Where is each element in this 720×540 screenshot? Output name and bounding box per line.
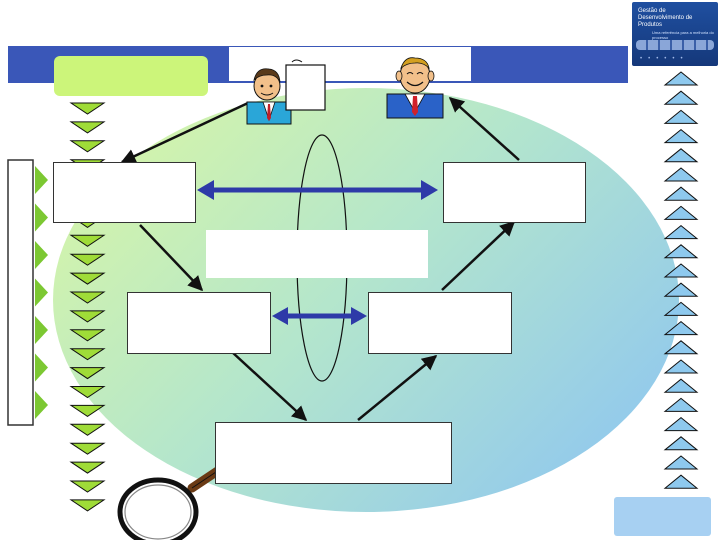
down-triangle-icon xyxy=(69,367,106,380)
up-triangle-icon xyxy=(663,71,699,86)
logo-dots: •••••• xyxy=(640,56,689,62)
down-triangle-icon xyxy=(69,461,106,474)
down-triangle-icon xyxy=(69,310,106,323)
up-triangle-icon xyxy=(663,320,699,336)
down-triangle-icon xyxy=(69,272,106,285)
up-triangle-icon xyxy=(663,436,699,451)
box-top-left xyxy=(53,162,196,223)
box-middle-left xyxy=(127,292,271,354)
arrow-midleft-to-bottom xyxy=(231,351,308,422)
up-triangle-icon xyxy=(663,359,699,374)
arrow-topright-to-person xyxy=(448,96,520,161)
blue-double-arrow-middle xyxy=(272,307,367,325)
side-marker-icon xyxy=(35,166,48,194)
down-triangle-icon xyxy=(69,442,106,455)
up-triangle-icon xyxy=(663,167,699,182)
side-marker-icon xyxy=(35,203,48,232)
up-triangle-icon xyxy=(663,90,699,105)
down-triangle-icon xyxy=(69,234,106,247)
down-triangle-icon xyxy=(69,121,106,134)
up-triangle-icon xyxy=(663,186,699,201)
down-triangle-icon xyxy=(69,480,106,493)
up-triangle-icon xyxy=(663,263,699,278)
up-triangle-icon xyxy=(663,455,699,470)
side-marker-icon xyxy=(35,316,48,344)
down-triangle-icon xyxy=(69,102,106,115)
down-triangle-icon xyxy=(69,291,106,304)
up-triangle-icon xyxy=(663,301,699,316)
logo-tagline: Uma referência para a melhoria do proces… xyxy=(652,30,714,40)
down-triangle-icon xyxy=(69,140,106,153)
presenter-board xyxy=(285,64,326,111)
side-marker-icon xyxy=(35,241,48,269)
bottom-right-button xyxy=(614,497,711,536)
arrow-bottom-to-midright xyxy=(357,355,438,421)
smiling-person-icon xyxy=(386,57,444,119)
up-triangle-icon xyxy=(663,416,699,432)
box-middle-right xyxy=(368,292,512,354)
side-marker-icon xyxy=(35,278,48,307)
down-triangle-icon xyxy=(69,499,106,512)
up-triangle-column xyxy=(663,71,699,489)
up-triangle-icon xyxy=(663,148,699,163)
down-triangle-icon xyxy=(69,329,106,342)
side-marker-icon xyxy=(35,353,48,382)
down-triangle-icon xyxy=(69,423,106,436)
up-triangle-icon xyxy=(663,128,699,144)
down-triangle-icon xyxy=(69,386,106,399)
up-triangle-icon xyxy=(663,224,699,240)
down-triangle-icon xyxy=(69,253,106,266)
arrow-midright-to-topright xyxy=(441,220,516,291)
up-triangle-icon xyxy=(663,378,699,393)
side-marker-column xyxy=(35,166,48,419)
left-label-box xyxy=(54,56,208,96)
box-center xyxy=(206,230,428,278)
box-bottom xyxy=(215,422,452,484)
up-triangle-icon xyxy=(663,340,699,355)
box-top-right xyxy=(443,162,586,223)
up-triangle-icon xyxy=(663,474,699,489)
arrow-topleft-to-midleft xyxy=(139,224,204,292)
up-triangle-icon xyxy=(663,397,699,412)
arrow-presenter-to-topleft xyxy=(120,101,249,164)
left-vertical-bar xyxy=(7,159,34,426)
blue-double-arrow-top xyxy=(197,180,438,200)
presenter-hand xyxy=(291,59,303,63)
up-triangle-icon xyxy=(663,205,699,220)
up-triangle-icon xyxy=(663,109,699,124)
side-marker-icon xyxy=(35,391,48,419)
up-triangle-icon xyxy=(663,282,699,297)
logo-graphic xyxy=(636,40,714,50)
down-triangle-icon xyxy=(69,348,106,361)
up-triangle-icon xyxy=(663,244,699,259)
down-triangle-icon xyxy=(69,404,106,418)
